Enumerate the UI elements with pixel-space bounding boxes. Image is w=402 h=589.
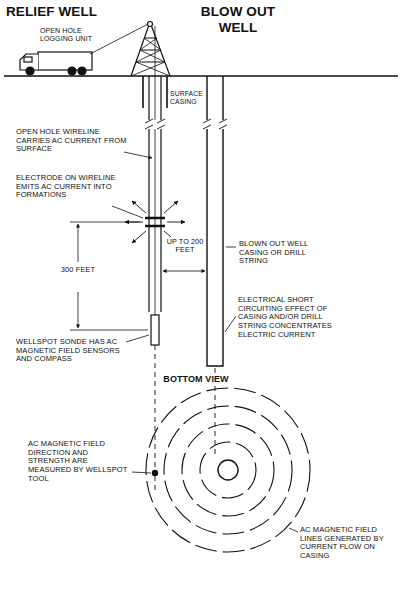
logging-truck: [20, 52, 92, 75]
blowout-well: [203, 119, 227, 129]
logging-truck: [78, 67, 86, 75]
label-text: ELECTRODE ON WIRELINE EMITS AC CURRENT I…: [16, 173, 116, 199]
label-text: AC MAGNETIC FIELD LINES GENERATED BY CUR…: [300, 525, 384, 560]
well-illustration: [4, 22, 398, 553]
note-label: OPEN HOLE WIRELINE CARRIES AC CURRENT FR…: [16, 128, 128, 154]
label-text: SURFACE CASING: [170, 90, 203, 105]
relief-well: [145, 119, 165, 129]
leader-lines: [112, 206, 143, 218]
current-arrows: [167, 222, 185, 223]
offset-dimension: [163, 271, 205, 272]
leader-lines: [289, 528, 298, 532]
blowout-casing-section: [218, 460, 238, 480]
relief-well: [155, 26, 156, 315]
current-arrows: [164, 201, 178, 213]
dimension-label: 300 FEET: [60, 266, 96, 275]
part-label: BLOWN OUT WELL CASING OR DRILL STRING: [239, 240, 331, 266]
current-arrows: [132, 231, 146, 243]
depth-dimension: [70, 222, 148, 330]
label-text: WELLSPOT SONDE HAS AC MAGNETIC FIELD SEN…: [16, 337, 120, 363]
label-text: 300 FEET: [61, 265, 96, 274]
depth-dimension: [70, 222, 140, 223]
derrick: [131, 38, 170, 76]
electrode: [145, 218, 165, 226]
label-text: OPEN HOLE WIRELINE CARRIES AC CURRENT FR…: [16, 127, 127, 153]
relief-well: [143, 26, 167, 492]
magnetic-field-rings: [164, 406, 292, 534]
label-text: ELECTRICAL SHORT CIRCUITING EFFECT OF CA…: [238, 295, 332, 339]
derrick: [148, 22, 153, 27]
magnetic-field-rings: [182, 424, 274, 516]
ground-line: [4, 75, 398, 77]
dimension-label: UP TO 200 FEET: [166, 238, 204, 255]
note-label: ELECTRICAL SHORT CIRCUITING EFFECT OF CA…: [238, 296, 342, 339]
part-label: WELLSPOT SONDE HAS AC MAGNETIC FIELD SEN…: [16, 338, 126, 364]
leader-lines: [124, 152, 152, 158]
label-text: BLOWN OUT WELL CASING OR DRILL STRING: [239, 239, 308, 265]
relief-well: [151, 315, 159, 345]
leader-lines: [132, 472, 151, 473]
note-label: ELECTRODE ON WIRELINE EMITS AC CURRENT I…: [16, 174, 116, 200]
leader-lines: [126, 335, 149, 342]
depth-dimension: [78, 292, 79, 328]
view-title: BOTTOM VIEW: [148, 374, 244, 384]
blowout-casing-section: [218, 460, 238, 480]
label-text: AC MAGNETIC FIELD DIRECTION AND STRENGTH…: [28, 439, 127, 483]
offset-dimension: [185, 271, 205, 272]
leader-lines: [225, 316, 236, 332]
leader-lines: [112, 152, 298, 532]
derrick: [90, 24, 148, 54]
logging-truck: [24, 57, 32, 62]
depth-dimension: [78, 224, 79, 262]
label-text: UP TO 200 FEET: [167, 237, 203, 254]
label-text: RELIEF WELL: [6, 4, 97, 19]
leader-lines: [226, 247, 236, 248]
label-text: BOTTOM VIEW: [163, 374, 228, 384]
label-text: BLOW OUT WELL: [201, 4, 275, 35]
magnetic-field-rings: [200, 442, 256, 498]
tool-position: [152, 470, 157, 475]
logging-truck: [26, 67, 34, 75]
label-text: OPEN HOLE LOGGING UNIT: [40, 27, 92, 42]
blowout-well: [203, 76, 227, 456]
note-label: AC MAGNETIC FIELD DIRECTION AND STRENGTH…: [28, 440, 130, 483]
magnetic-field-rings: [146, 388, 310, 552]
part-label: OPEN HOLE LOGGING UNIT: [40, 27, 112, 43]
part-label: SURFACE CASING: [170, 90, 206, 106]
current-arrows: [132, 201, 146, 213]
note-label: AC MAGNETIC FIELD LINES GENERATED BY CUR…: [300, 526, 392, 561]
magnetic-field-rings: [146, 388, 310, 552]
well-heading: RELIEF WELL: [6, 4, 126, 20]
tool-position: [152, 470, 157, 475]
logging-truck: [68, 67, 76, 75]
depth-dimension: [70, 330, 148, 331]
derrick: [90, 22, 170, 77]
offset-dimension: [163, 271, 185, 272]
well-heading: BLOW OUT WELL: [192, 4, 284, 35]
ground-line: [4, 75, 398, 76]
